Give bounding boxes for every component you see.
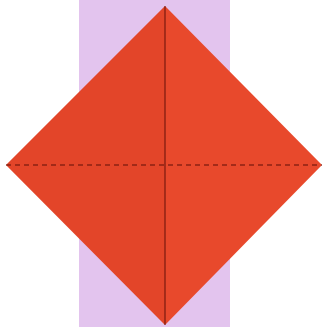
- diagram-stage: [0, 0, 323, 327]
- origami-diagram: [0, 0, 323, 327]
